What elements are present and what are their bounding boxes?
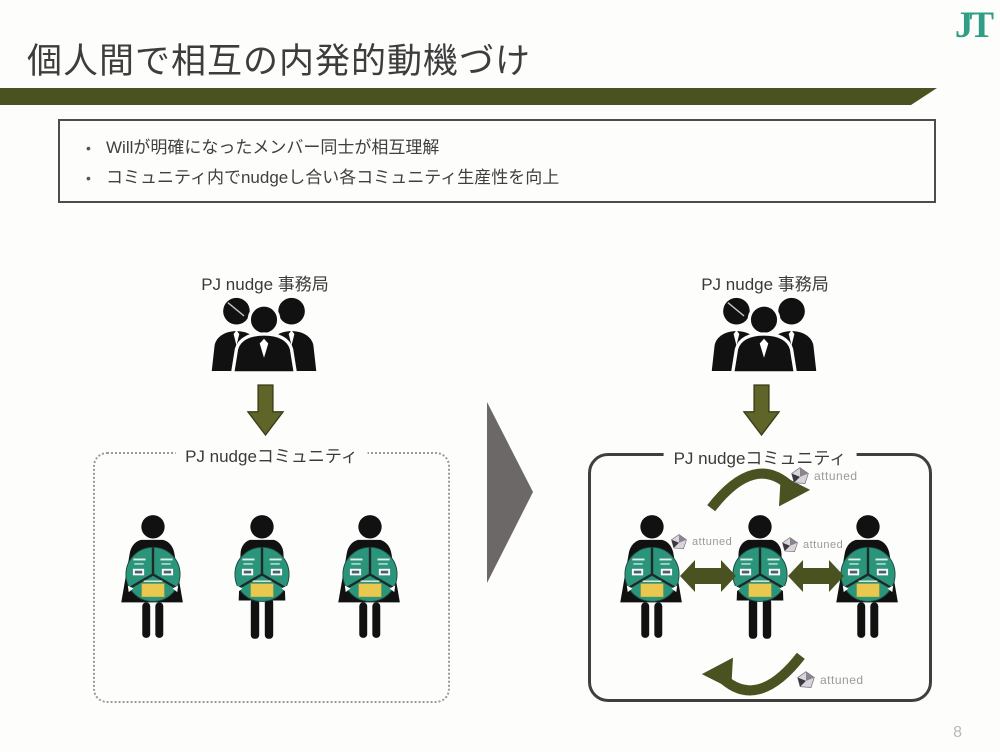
attuned-label: attuned (820, 673, 864, 687)
summary-box: • Willが明確になったメンバー同士が相互理解 • コミュニティ内でnudge… (58, 119, 936, 203)
member-figure (328, 512, 412, 648)
community-label: PJ nudgeコミュニティ (663, 444, 857, 469)
title-underline-bar (0, 88, 937, 105)
down-arrow-icon (247, 383, 284, 437)
member-figure (111, 512, 195, 648)
attuned-label: attuned (803, 539, 844, 551)
mutual-arrow-icon (788, 554, 844, 598)
attuned-logo: attuned (670, 533, 732, 551)
jt-logo: JT (954, 5, 994, 46)
member-figure (220, 512, 304, 648)
cycle-arrow-bottom-icon (700, 650, 810, 702)
attuned-logo: attuned (781, 536, 843, 554)
transition-arrow-icon (487, 402, 533, 583)
mutual-arrow-icon (680, 554, 736, 598)
attuned-gem-icon (670, 533, 688, 551)
community-box-right: PJ nudgeコミュニティ (588, 444, 932, 702)
page-number: 8 (953, 724, 962, 741)
bullet-marker: • (86, 140, 91, 156)
page-title: 個人間で相互の内発的動機づけ (27, 42, 532, 81)
community-label: PJ nudgeコミュニティ (175, 442, 368, 467)
bullet-text: コミュニティ内でnudgeし合い各コミュニティ生産性を向上 (106, 168, 560, 187)
bullet-item: • Willが明確になったメンバー同士が相互理解 (86, 135, 934, 161)
community-box-left: PJ nudgeコミュニティ (93, 442, 450, 703)
attuned-logo: attuned (790, 466, 858, 486)
attuned-logo: attuned (796, 670, 864, 690)
attuned-label: attuned (814, 469, 858, 483)
bullet-marker: • (86, 170, 91, 186)
attuned-gem-icon (781, 536, 799, 554)
bullet-text: Willが明確になったメンバー同士が相互理解 (106, 138, 440, 157)
attuned-gem-icon (790, 466, 810, 486)
secretariat-label: PJ nudge 事務局 (201, 275, 329, 294)
bullet-item: • コミュニティ内でnudgeし合い各コミュニティ生産性を向上 (86, 165, 934, 191)
attuned-gem-icon (796, 670, 816, 690)
secretariat-label: PJ nudge 事務局 (701, 275, 829, 294)
down-arrow-icon (743, 383, 780, 437)
attuned-label: attuned (692, 536, 733, 548)
team-icon (207, 295, 321, 373)
team-icon (707, 295, 821, 373)
